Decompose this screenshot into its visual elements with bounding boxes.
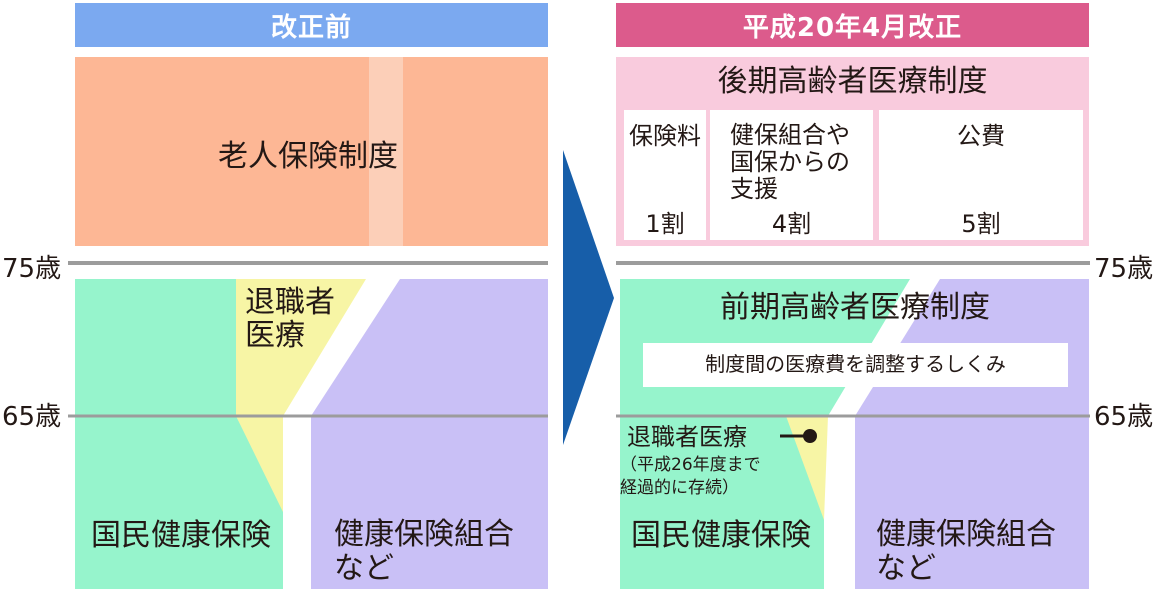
- public-label: 公費: [957, 122, 1005, 150]
- after-national-health-label: 国民健康保険: [631, 518, 811, 553]
- before-health-insurance-label: 健康保険組合 など: [334, 517, 514, 586]
- before-retiree-region: [236, 279, 366, 512]
- before-health-insurance-region: [311, 279, 548, 589]
- retiree-pointer: [780, 429, 817, 443]
- before-national-health-region: [75, 279, 283, 589]
- before-national-health-label: 国民健康保険: [91, 518, 271, 553]
- after-retiree-note: （平成26年度まで 経過的に存続）: [620, 455, 761, 498]
- support-label: 健保組合や 国保からの 支援: [730, 121, 850, 203]
- after-header: 平成20年4月改正: [616, 3, 1089, 47]
- age75-label-right: 75歳: [1094, 254, 1154, 284]
- late-stage-system-label: 後期高齢者医療制度: [717, 64, 988, 99]
- elderly-system-label: 老人保険制度: [218, 139, 398, 174]
- after-retiree-label: 退職者医療: [627, 423, 747, 451]
- premium-box: [624, 110, 706, 240]
- age65-label-left: 65歳: [2, 402, 62, 432]
- after-health-insurance-label: 健康保険組合 など: [876, 517, 1056, 586]
- before-retiree-label: 退職者 医療: [245, 285, 335, 353]
- before-header: 改正前: [75, 3, 548, 47]
- public-box: [879, 110, 1083, 240]
- elderly-system-block: [75, 57, 548, 246]
- after-retiree-region: [786, 416, 828, 520]
- adjustment-box: [643, 343, 1068, 387]
- age65-label-right: 65歳: [1094, 402, 1154, 432]
- support-share: 4割: [771, 210, 812, 238]
- public-share: 5割: [961, 210, 1001, 238]
- early-stage-system-label: 前期高齢者医療制度: [720, 290, 990, 325]
- premium-share: 1割: [645, 210, 685, 238]
- premium-label: 保険料: [629, 122, 701, 150]
- adjustment-label: 制度間の医療費を調整するしくみ: [705, 352, 1006, 376]
- age75-label-left: 75歳: [2, 254, 62, 284]
- before-header-label: 改正前: [270, 12, 352, 43]
- after-header-label: 平成20年4月改正: [742, 12, 963, 43]
- support-box: [710, 110, 873, 240]
- transition-arrow: [563, 150, 614, 445]
- elderly-system-light-band: [369, 57, 403, 246]
